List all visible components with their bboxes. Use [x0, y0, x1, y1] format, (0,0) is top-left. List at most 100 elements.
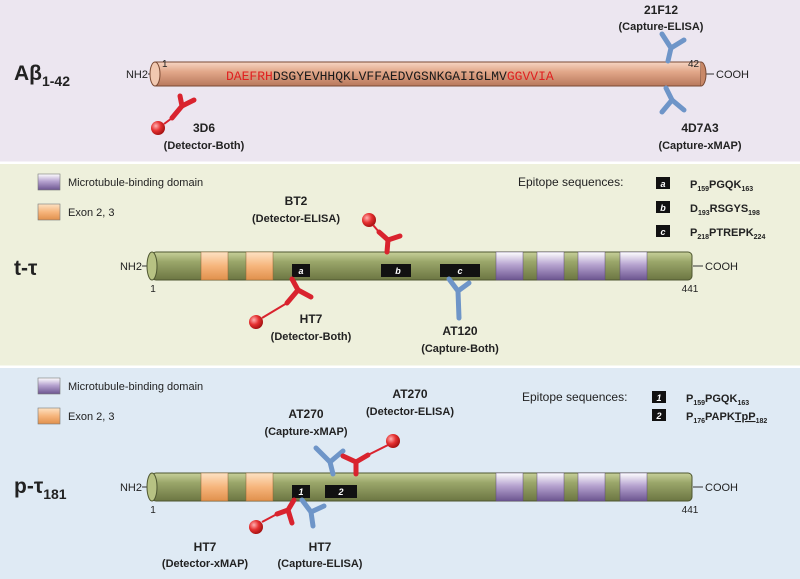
- svg-text:P159PGQK163: P159PGQK163: [690, 179, 753, 193]
- abeta-nh2-label: NH2: [126, 69, 148, 81]
- svg-text:P176PAPKTpP182: P176PAPKTpP182: [686, 411, 767, 425]
- svg-text:1: 1: [298, 487, 303, 497]
- svg-text:2: 2: [337, 487, 343, 497]
- at270-capture-antibody-icon: [313, 445, 346, 477]
- ttau-exon-2: [200, 251, 229, 281]
- ptau-legend-mbd-label: Microtubule-binding domain: [68, 381, 203, 393]
- ht7-detector-xmap-antibody-icon: [249, 497, 297, 534]
- ttau-title: t-τ: [14, 257, 38, 280]
- 21f12-capture-antibody-icon: [659, 31, 687, 64]
- ttau-epitope-c: c P218PTREPK224: [656, 225, 765, 241]
- 4d7a3-role: (Capture-xMAP): [658, 140, 741, 152]
- ptau-mbd-r1: [495, 472, 524, 502]
- ptau-protein-tube: [146, 472, 693, 502]
- svg-text:c: c: [457, 266, 462, 276]
- abeta-end-number: 42: [688, 59, 700, 70]
- svg-text:1: 1: [656, 393, 661, 403]
- ht7-detector-antibody-icon: [249, 276, 314, 329]
- ht7-elisa-name: HT7: [309, 540, 332, 554]
- abeta-cooh-label: COOH: [716, 69, 749, 81]
- ttau-epitope-a: a P159PGQK163: [656, 177, 753, 193]
- ptau-mbd-r2: [536, 472, 565, 502]
- ht7-xmap-role: (Detector-xMAP): [162, 558, 249, 570]
- ptau-epitope-1: 1 P159PGQK163: [652, 391, 749, 407]
- at270-detector-role: (Detector-ELISA): [366, 406, 454, 418]
- at120-role: (Capture-Both): [421, 343, 499, 355]
- abeta-sequence: DAEFRHDSGYEVHHQKLVFFAEDVGSNKGAIIGLMVGGVV…: [226, 69, 554, 84]
- 4d7a3-name: 4D7A3: [681, 121, 719, 135]
- ptau-title: p-τ181: [14, 475, 67, 502]
- ttau-protein-tube: [146, 251, 693, 281]
- at270-capture-role: (Capture-xMAP): [264, 426, 347, 438]
- ttau-site-a-marker: a: [292, 264, 310, 277]
- ttau-mbd-r3: [577, 251, 606, 281]
- abeta-peptide-tube: [149, 61, 707, 87]
- ptau-mbd-r3: [577, 472, 606, 502]
- 21f12-name: 21F12: [644, 3, 678, 17]
- ptau-end-number: 441: [682, 505, 699, 516]
- ht7-role: (Detector-Both): [271, 331, 352, 343]
- svg-text:2: 2: [655, 411, 661, 421]
- ptau-epitope-title: Epitope sequences:: [522, 390, 627, 404]
- ht7-elisa-role: (Capture-ELISA): [278, 558, 363, 570]
- at120-name: AT120: [442, 324, 477, 338]
- at270-capture-name: AT270: [288, 407, 323, 421]
- svg-text:b: b: [395, 266, 401, 276]
- at270-detector-antibody-icon: [340, 434, 400, 477]
- ptau-mbd-r4: [619, 472, 648, 502]
- ttau-legend-exon-label: Exon 2, 3: [68, 207, 114, 219]
- ttau-epitope-title: Epitope sequences:: [518, 175, 623, 189]
- ptau-start-number: 1: [150, 505, 156, 516]
- at270-detector-name: AT270: [392, 387, 427, 401]
- ptau-panel: Microtubule-binding domain Exon 2, 3 p-τ…: [0, 368, 800, 579]
- svg-text:c: c: [660, 227, 665, 237]
- ttau-mbd-r2: [536, 251, 565, 281]
- ht7-capture-elisa-antibody-icon: [299, 497, 327, 529]
- 3d6-role: (Detector-Both): [164, 140, 245, 152]
- ptau-exon-2: [200, 472, 229, 502]
- svg-text:P159PGQK163: P159PGQK163: [686, 393, 749, 407]
- ptau-exon-3: [245, 472, 274, 502]
- ttau-site-b-marker: b: [381, 264, 411, 277]
- ttau-site-c-marker: c: [440, 264, 480, 277]
- ht7-name: HT7: [300, 312, 323, 326]
- svg-text:a: a: [298, 266, 303, 276]
- abeta-title: Aβ1-42: [14, 62, 70, 89]
- svg-text:b: b: [660, 203, 666, 213]
- svg-text:D193RSGYS198: D193RSGYS198: [690, 203, 760, 217]
- at120-capture-antibody-icon: [446, 276, 472, 321]
- ttau-mbd-r1: [495, 251, 524, 281]
- ptau-nh2-label: NH2: [120, 482, 142, 494]
- ptau-legend-exon-label: Exon 2, 3: [68, 411, 114, 423]
- ttau-epitope-b: b D193RSGYS198: [656, 201, 760, 217]
- abeta-start-number: 1: [162, 59, 168, 70]
- ttau-panel: Microtubule-binding domain Exon 2, 3 t-τ…: [0, 164, 800, 366]
- ptau-site-2-marker: 2: [325, 485, 357, 498]
- ptau-cooh-label: COOH: [705, 482, 738, 494]
- 3d6-detector-antibody-icon: [151, 93, 197, 135]
- abeta-panel: Aβ1-42 NH2 COOH 1 42 DAEFRHDSGYEVHHQKLVF…: [0, 0, 800, 162]
- ttau-legend-exon-swatch: [37, 203, 61, 221]
- bt2-detector-antibody-icon: [362, 213, 403, 255]
- svg-text:P218PTREPK224: P218PTREPK224: [690, 227, 765, 241]
- ttau-end-number: 441: [682, 284, 699, 295]
- 21f12-role: (Capture-ELISA): [619, 21, 704, 33]
- svg-text:a: a: [660, 179, 665, 189]
- 4d7a3-capture-antibody-icon: [659, 85, 687, 115]
- ttau-cooh-label: COOH: [705, 261, 738, 273]
- bt2-name: BT2: [285, 194, 308, 208]
- ptau-legend-exon-swatch: [37, 407, 61, 425]
- ttau-legend-mbd-label: Microtubule-binding domain: [68, 177, 203, 189]
- ttau-nh2-label: NH2: [120, 261, 142, 273]
- ptau-site-1-marker: 1: [292, 485, 310, 498]
- bt2-role: (Detector-ELISA): [252, 213, 340, 225]
- ht7-xmap-name: HT7: [194, 540, 217, 554]
- 3d6-name: 3D6: [193, 121, 215, 135]
- ttau-legend-mbd-swatch: [37, 173, 61, 191]
- ttau-mbd-r4: [619, 251, 648, 281]
- ttau-start-number: 1: [150, 284, 156, 295]
- ttau-exon-3: [245, 251, 274, 281]
- ptau-legend-mbd-swatch: [37, 377, 61, 395]
- ptau-epitope-2: 2 P176PAPKTpP182: [652, 409, 767, 425]
